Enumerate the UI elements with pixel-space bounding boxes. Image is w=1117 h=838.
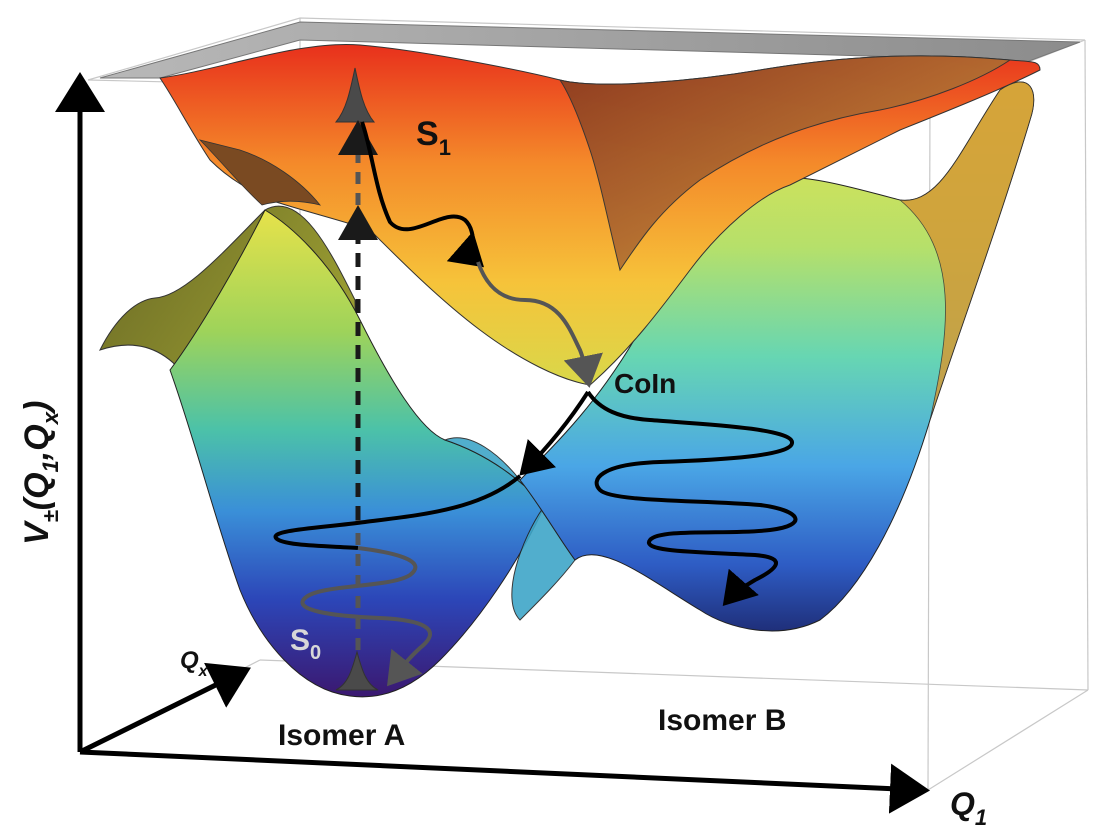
s1-surface bbox=[159, 43, 1041, 386]
qx-axis bbox=[78, 662, 251, 755]
conical-intersection-label: CoIn bbox=[614, 368, 676, 399]
axes bbox=[55, 72, 930, 814]
q1-axis-label: Q1 bbox=[950, 786, 987, 830]
s1-label: S1 bbox=[416, 115, 451, 160]
path-to-isomer-b bbox=[586, 390, 798, 607]
s0-surface bbox=[99, 81, 1035, 698]
energy-axis-label: V±(Q1,Qx) bbox=[18, 401, 63, 545]
qx-axis-label: Qx bbox=[180, 647, 209, 680]
isomer-a-label: Isomer A bbox=[278, 719, 405, 752]
s0-label: S0 bbox=[290, 624, 321, 664]
s1-relaxation-path bbox=[360, 121, 603, 388]
path-to-isomer-a bbox=[273, 390, 590, 687]
s1-wavepacket bbox=[334, 67, 376, 123]
wavepackets bbox=[334, 67, 379, 691]
q1-axis bbox=[79, 749, 930, 814]
isomer-b-label: Isomer B bbox=[658, 704, 786, 737]
s0-wavepacket bbox=[335, 650, 379, 691]
labels: V±(Q1,Qx) Q1 Qx S1 S0 CoIn Isomer A Isom… bbox=[18, 115, 987, 830]
